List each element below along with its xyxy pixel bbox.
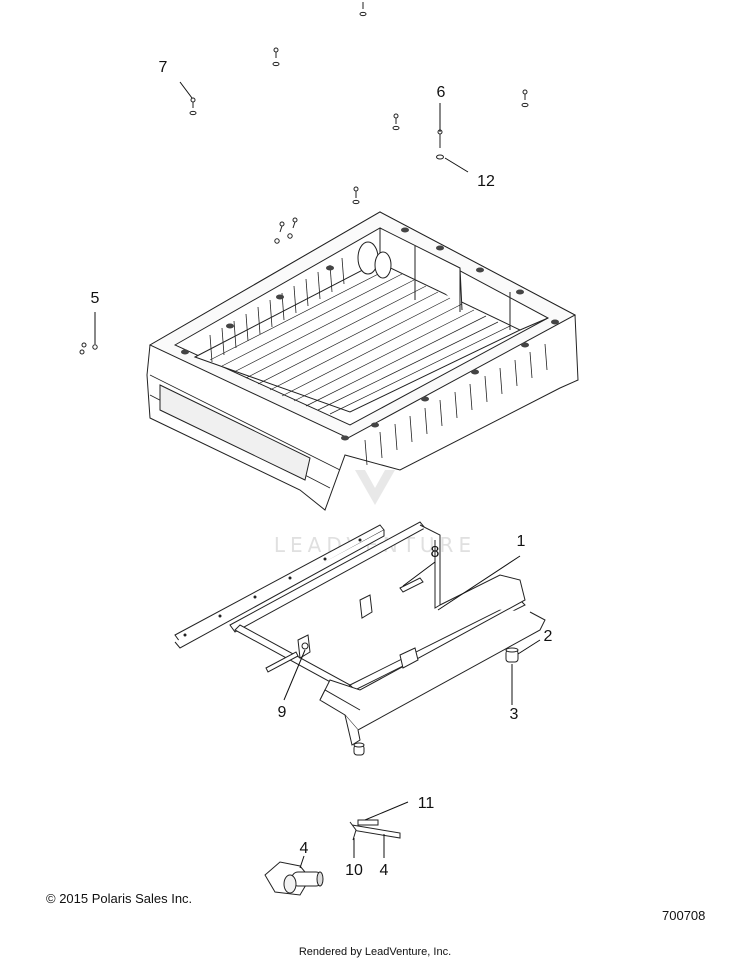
callout-4a: 4 (300, 840, 309, 857)
screw-cluster-icon (79, 342, 98, 355)
callout-4b: 4 (380, 862, 389, 879)
copyright-text: © 2015 Polaris Sales Inc. (46, 891, 193, 906)
callout-5: 5 (91, 290, 100, 307)
screw-cluster-icon (274, 217, 298, 244)
callout-3: 3 (510, 706, 519, 723)
callout-11: 11 (418, 795, 435, 812)
rubber-mount-icon (505, 647, 519, 663)
rendered-by-credit: Rendered by LeadVenture, Inc. (298, 946, 452, 958)
callout-6: 6 (437, 84, 446, 101)
rim-holes (181, 227, 559, 441)
actuator-motor-icon (264, 861, 324, 896)
bed-ribs-front (364, 343, 548, 466)
callout-labels: 7 6 12 5 8 1 2 3 9 11 10 4 4 (91, 59, 553, 879)
callout-12: 12 (477, 173, 495, 190)
cargo-box (146, 211, 579, 511)
screw-icon (352, 186, 360, 205)
rail-holes (183, 538, 362, 637)
bed-floor-ribs (209, 267, 511, 415)
diagram-id: 700708 (662, 908, 706, 923)
cargo-frame (174, 521, 546, 756)
fastener-group-top (79, 2, 529, 355)
rubber-mount-icon (353, 742, 365, 756)
screw-icon (359, 2, 367, 17)
leader-lines (94, 81, 541, 869)
screw-icon (392, 113, 400, 131)
watermark-logo (355, 470, 395, 505)
screw-icon (189, 97, 197, 116)
bolt-icon (436, 129, 444, 160)
callout-2: 2 (544, 628, 553, 645)
gas-strut-assembly (349, 819, 401, 841)
screw-icon (272, 47, 280, 67)
callout-8: 8 (431, 544, 440, 561)
callout-10: 10 (345, 862, 363, 879)
callout-7: 7 (159, 59, 168, 76)
callout-1: 1 (517, 533, 526, 550)
callout-9: 9 (278, 704, 287, 721)
screw-icon (521, 89, 529, 108)
